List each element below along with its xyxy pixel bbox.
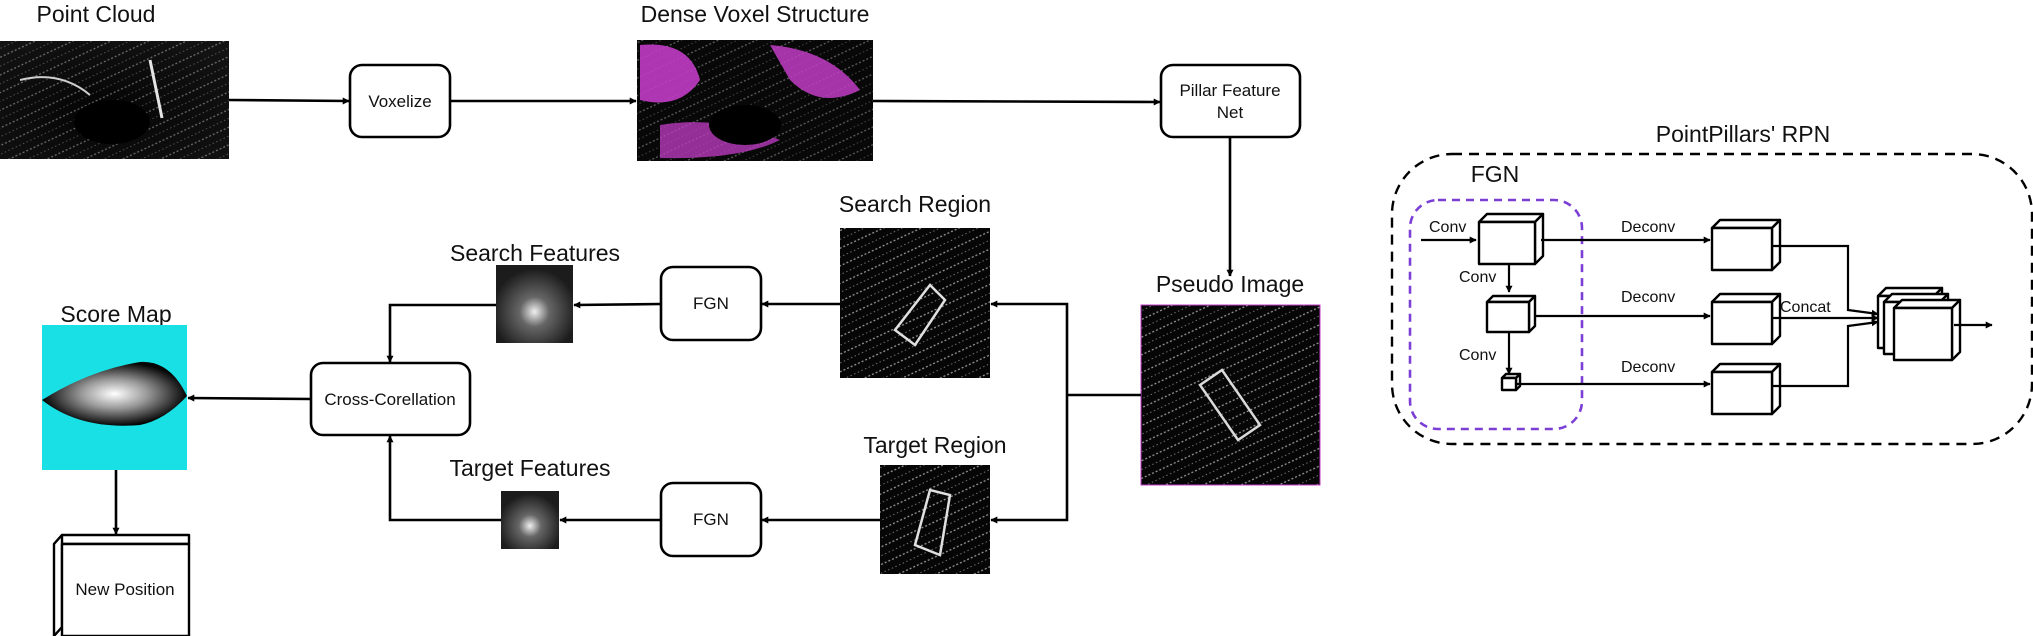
new-position-label: New Position — [75, 580, 174, 599]
title-score-map: Score Map — [60, 301, 171, 327]
rpn-label-deconv-2: Deconv — [1621, 289, 1675, 306]
edge-cloud-voxelize — [228, 97, 350, 105]
dense-voxel-image — [637, 40, 873, 161]
rpn-cube-deconv-a — [1710, 218, 1782, 272]
rpn-label-conv-in: Conv — [1429, 219, 1466, 236]
title-search-region: Search Region — [839, 191, 991, 217]
pillar-feature-net-box — [1159, 63, 1302, 139]
fgn-target-label: FGN — [693, 510, 729, 529]
target-features-image — [501, 491, 559, 549]
rpn-cube-conv-b — [1485, 294, 1537, 334]
edge-split-target — [990, 395, 1069, 524]
search-features-image — [496, 265, 573, 343]
fgn-search-box — [659, 265, 763, 342]
cross-correlation-label: Cross-Corellation — [324, 390, 455, 409]
rpn-label-concat: Concat — [1780, 299, 1831, 316]
new-position-box — [52, 533, 191, 636]
pillar-feature-net-label-1: Pillar Feature — [1179, 81, 1280, 100]
edge-dense-pillar — [872, 98, 1161, 106]
fgn-search-label: FGN — [693, 294, 729, 313]
title-point-cloud: Point Cloud — [37, 1, 156, 27]
point-cloud-image — [0, 41, 229, 159]
rpn-edge-concat3 — [1772, 319, 1879, 388]
search-region-image — [840, 228, 990, 378]
rpn-label-deconv-3: Deconv — [1621, 359, 1675, 376]
rpn-cube-deconv-c — [1710, 362, 1782, 416]
edge-targetfeat-cc — [386, 435, 501, 522]
title-rpn: PointPillars' RPN — [1656, 121, 1830, 147]
edge-cc-score — [187, 394, 312, 402]
voxelize-label: Voxelize — [368, 92, 431, 111]
rpn-cube-concat-3 — [1892, 298, 1962, 362]
rpn-cube-conv-c — [1500, 372, 1522, 392]
rpn-label-conv-2: Conv — [1459, 347, 1496, 364]
rpn-cube-deconv-b — [1710, 292, 1782, 346]
title-dense-voxel: Dense Voxel Structure — [641, 1, 870, 27]
rpn-cube-conv-a — [1477, 212, 1545, 266]
title-target-features: Target Features — [449, 455, 610, 481]
score-map-image — [42, 325, 187, 470]
edge-fgn-searchfeat — [573, 301, 662, 309]
rpn-label-deconv-1: Deconv — [1621, 219, 1675, 236]
fgn-inset-title: FGN — [1471, 161, 1520, 187]
target-region-image — [880, 465, 990, 574]
rpn-container — [1390, 152, 2033, 446]
title-search-features: Search Features — [450, 240, 620, 266]
edge-split-search — [990, 300, 1069, 395]
edge-searchfeat-cc — [386, 303, 496, 363]
fgn-inset-container — [1408, 198, 1584, 431]
pillar-feature-net-label-2: Net — [1217, 103, 1244, 122]
pseudo-image — [1140, 304, 1321, 486]
rpn-edge-concat1 — [1772, 244, 1879, 317]
title-target-region: Target Region — [863, 432, 1006, 458]
rpn-label-conv-1: Conv — [1459, 269, 1496, 286]
